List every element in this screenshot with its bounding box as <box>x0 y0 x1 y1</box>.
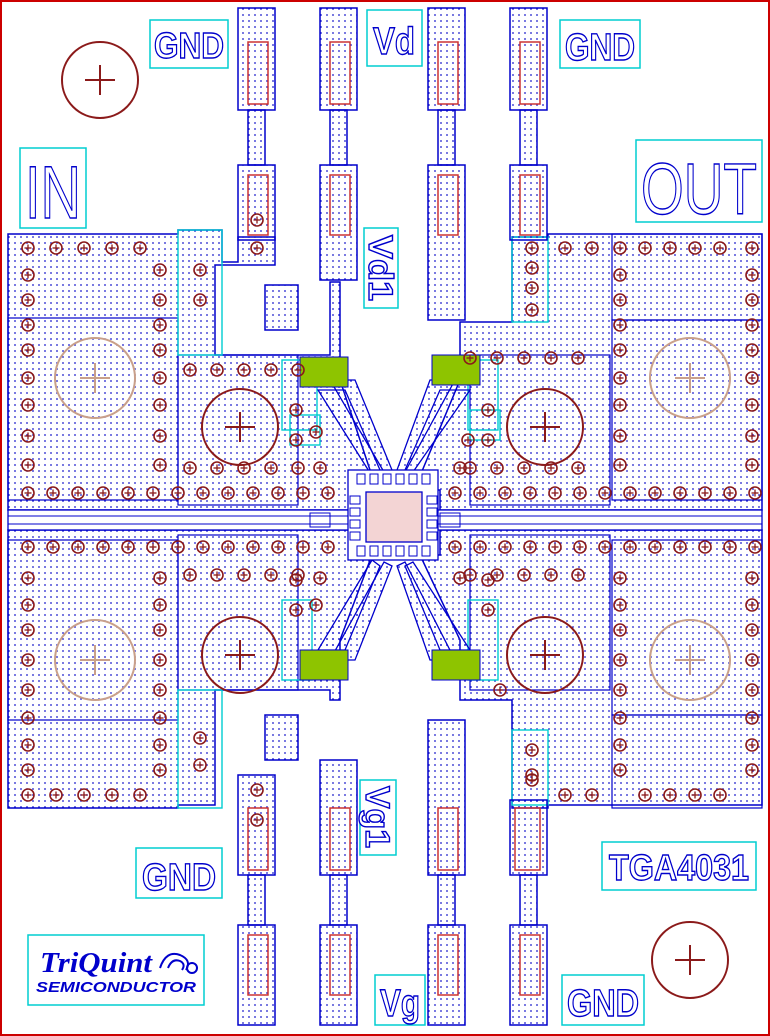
chip-fanout <box>316 379 472 661</box>
test-pads <box>264 284 299 761</box>
vd-top-label: Vd <box>373 21 415 63</box>
resistor-pads <box>247 41 541 996</box>
in-port-label: IN <box>25 151 81 234</box>
vg-bottom-label: Vg <box>380 983 420 1025</box>
out-port-label: OUT <box>641 150 757 230</box>
triquint-logo: TriQuint SEMICONDUCTOR <box>36 948 198 996</box>
gnd-top-left-label: GND <box>154 25 224 66</box>
bypass-capacitors <box>299 354 481 681</box>
label-boxes <box>19 9 763 1026</box>
bias-lines <box>237 7 548 1026</box>
gnd-bottom-left-label: GND <box>142 857 216 899</box>
logo-subtitle: SEMICONDUCTOR <box>36 979 196 996</box>
logo-wave-icon <box>159 952 198 974</box>
logo-name: TriQuint <box>40 948 153 979</box>
vd1-label: Vd1 <box>361 235 399 301</box>
gnd-top-right-label: GND <box>565 27 635 69</box>
vg1-label: Vg1 <box>358 786 396 848</box>
gnd-bottom-right-label: GND <box>567 983 639 1025</box>
part-number-label: TGA4031 <box>609 847 749 888</box>
mmic-chip <box>347 469 439 561</box>
